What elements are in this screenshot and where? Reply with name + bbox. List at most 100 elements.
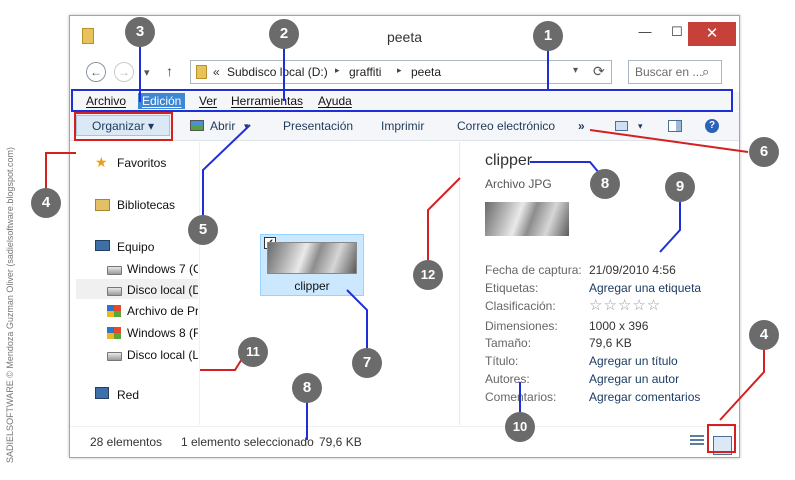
view-dropdown-icon[interactable]: ▾ — [638, 121, 643, 131]
callout-11: 11 — [238, 337, 268, 367]
forward-button[interactable]: → — [114, 62, 134, 82]
navigation-row: ← → ▾ ↑ « Subdisco local (D:) ▸ graffiti… — [70, 58, 739, 88]
callout-3: 3 — [125, 17, 155, 47]
file-item-clipper[interactable]: ✓ clipper — [260, 234, 364, 296]
nav-favorites[interactable]: Favoritos — [117, 156, 167, 170]
breadcrumb-drive[interactable]: Subdisco local (D:) — [227, 65, 328, 79]
change-view-icon[interactable] — [615, 121, 628, 131]
nav-drive-d[interactable]: Disco local (D — [127, 283, 198, 297]
breadcrumb-separator-icon: ▸ — [335, 65, 340, 75]
menu-ayuda[interactable]: Ayuda — [318, 94, 352, 108]
nav-network[interactable]: Red — [117, 388, 140, 402]
navigation-pane: ★ Favoritos Bibliotecas Equipo Windows 7… — [70, 142, 198, 425]
label-title: Título: — [485, 354, 519, 368]
image-open-icon — [190, 120, 204, 131]
drive-icon — [107, 266, 122, 275]
menu-herramientas[interactable]: Herramientas — [231, 94, 304, 108]
callout-4: 4 — [31, 188, 61, 218]
windows-drive-icon — [107, 327, 121, 339]
callout-12: 12 — [413, 260, 443, 290]
callout-10: 10 — [505, 412, 535, 442]
print-button[interactable]: Imprimir — [381, 119, 425, 133]
status-selected: 1 elemento seleccionado — [181, 435, 314, 449]
rating-stars[interactable]: ☆☆☆☆☆ — [589, 297, 662, 314]
open-button[interactable]: Abrir — [210, 119, 236, 133]
address-dropdown-icon[interactable]: ▾ — [573, 65, 579, 76]
menu-bar: Archivo Edición Ver Herramientas Ayuda — [70, 92, 739, 111]
large-icons-view-icon[interactable] — [713, 436, 732, 455]
label-rating: Clasificación: — [485, 299, 556, 313]
callout-1: 1 — [533, 21, 563, 51]
nav-libraries[interactable]: Bibliotecas — [117, 198, 176, 212]
maximize-button[interactable]: ☐ — [671, 24, 683, 39]
nav-drive-f[interactable]: Windows 8 (F — [127, 326, 198, 340]
breadcrumb-peeta[interactable]: peeta — [411, 65, 442, 79]
drive-icon — [107, 287, 122, 296]
callout-8b: 8 — [292, 373, 322, 403]
menu-archivo[interactable]: Archivo — [86, 94, 127, 108]
value-tags[interactable]: Agregar una etiqueta — [589, 281, 702, 295]
up-button[interactable]: ↑ — [166, 63, 173, 79]
details-thumbnail — [485, 202, 569, 236]
organize-button[interactable]: Organizar ▾ — [76, 115, 170, 136]
more-commands-button[interactable]: » — [578, 119, 585, 133]
label-capture-date: Fecha de captura: — [485, 263, 582, 277]
label-authors: Autores: — [485, 372, 530, 386]
menu-ver[interactable]: Ver — [199, 94, 218, 108]
label-size: Tamaño: — [485, 336, 532, 350]
details-type: Archivo JPG — [485, 177, 552, 191]
organize-label: Organizar ▾ — [92, 119, 155, 133]
computer-icon — [95, 240, 110, 251]
back-button[interactable]: ← — [86, 62, 106, 82]
presentation-button[interactable]: Presentación — [283, 119, 354, 133]
status-bar: 28 elementos 1 elemento seleccionado 79,… — [70, 426, 739, 457]
menu-edicion[interactable]: Edición — [138, 93, 186, 109]
nav-computer[interactable]: Equipo — [117, 240, 155, 254]
status-item-count: 28 elementos — [90, 435, 163, 449]
address-bar[interactable]: « Subdisco local (D:) ▸ graffiti ▸ peeta… — [190, 60, 612, 84]
value-comments[interactable]: Agregar comentarios — [589, 390, 701, 404]
callout-4b: 4 — [749, 320, 779, 350]
selected-drive-highlight — [76, 279, 198, 299]
callout-9: 9 — [665, 172, 695, 202]
value-dimensions: 1000 x 396 — [589, 319, 649, 333]
side-credit: SADIELSOFTWARE © Mendoza Guzman Oliver (… — [5, 147, 15, 463]
search-input[interactable]: Buscar en ... — [628, 60, 722, 84]
recent-locations-button[interactable]: ▾ — [144, 67, 150, 79]
explorer-window: peeta — ☐ ✕ ← → ▾ ↑ « Subdisco local (D:… — [69, 15, 740, 458]
refresh-button[interactable]: ⟳ — [593, 63, 605, 79]
status-size: 79,6 KB — [319, 435, 362, 449]
nav-drive-archive[interactable]: Archivo de Pr — [127, 304, 198, 318]
address-folder-icon — [196, 65, 207, 79]
value-size: 79,6 KB — [589, 336, 632, 350]
close-button[interactable]: ✕ — [688, 22, 736, 46]
label-dimensions: Dimensiones: — [485, 319, 558, 333]
open-dropdown-icon[interactable]: ▾ — [244, 121, 249, 131]
value-title[interactable]: Agregar un título — [589, 354, 678, 368]
preview-pane-icon[interactable] — [668, 120, 682, 132]
folder-icon — [82, 28, 94, 44]
label-comments: Comentarios: — [485, 390, 557, 404]
value-authors[interactable]: Agregar un autor — [589, 372, 680, 386]
file-thumbnail — [267, 242, 357, 274]
email-button[interactable]: Correo electrónico — [457, 119, 556, 133]
file-name: clipper — [294, 279, 330, 293]
callout-2: 2 — [269, 19, 299, 49]
nav-drive-c[interactable]: Windows 7 (C — [127, 262, 198, 276]
archive-icon — [107, 305, 121, 317]
breadcrumb-graffiti[interactable]: graffiti — [349, 65, 382, 79]
help-icon[interactable]: ? — [705, 119, 719, 133]
command-bar: Organizar ▾ Abrir ▾ Presentación Imprimi… — [70, 112, 739, 141]
details-title: clipper — [485, 152, 533, 169]
minimize-button[interactable]: — — [638, 24, 652, 39]
libraries-icon — [95, 199, 110, 211]
drive-icon — [107, 352, 122, 361]
title-bar[interactable]: peeta — ☐ ✕ — [70, 16, 739, 56]
path-prefix[interactable]: « — [213, 65, 220, 79]
nav-drive-l[interactable]: Disco local (L — [127, 348, 198, 362]
details-view-icon[interactable] — [690, 435, 704, 447]
label-tags: Etiquetas: — [485, 281, 539, 295]
callout-5: 5 — [188, 215, 218, 245]
value-capture-date[interactable]: 21/09/2010 4:56 — [589, 263, 676, 277]
network-icon — [95, 387, 109, 399]
